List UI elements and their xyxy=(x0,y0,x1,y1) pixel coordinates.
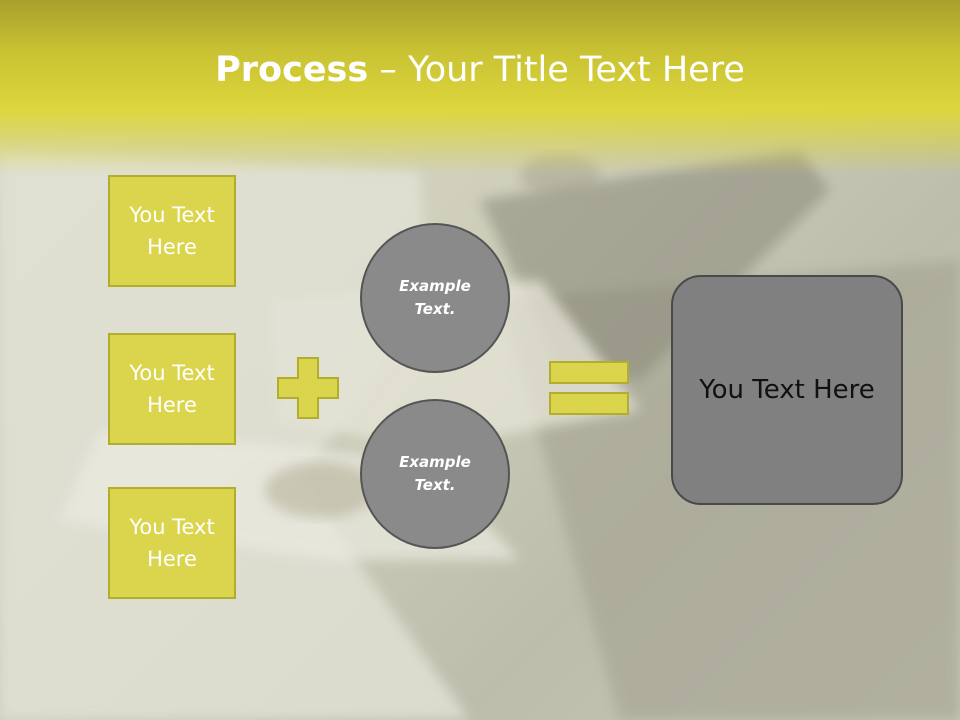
text-box-2[interactable]: You Text Here xyxy=(108,333,236,445)
text-box-2-label: You Text Here xyxy=(129,361,215,417)
text-box-1-label: You Text Here xyxy=(129,203,215,259)
text-box-3[interactable]: You Text Here xyxy=(108,487,236,599)
result-box[interactable]: You Text Here xyxy=(671,275,903,505)
text-box-3-label: You Text Here xyxy=(129,515,215,571)
title-band xyxy=(0,0,960,175)
equals-icon xyxy=(549,361,629,415)
title-rest: – Your Title Text Here xyxy=(368,50,745,90)
title-bold: Process xyxy=(215,50,369,90)
plus-icon xyxy=(277,357,339,419)
example-circle-2-label: Example Text. xyxy=(399,453,471,494)
result-box-label: You Text Here xyxy=(699,375,875,405)
example-circle-1-label: Example Text. xyxy=(399,277,471,318)
example-circle-2[interactable]: Example Text. xyxy=(360,399,510,549)
slide-title: Process – Your Title Text Here xyxy=(0,50,960,90)
example-circle-1[interactable]: Example Text. xyxy=(360,223,510,373)
text-box-1[interactable]: You Text Here xyxy=(108,175,236,287)
